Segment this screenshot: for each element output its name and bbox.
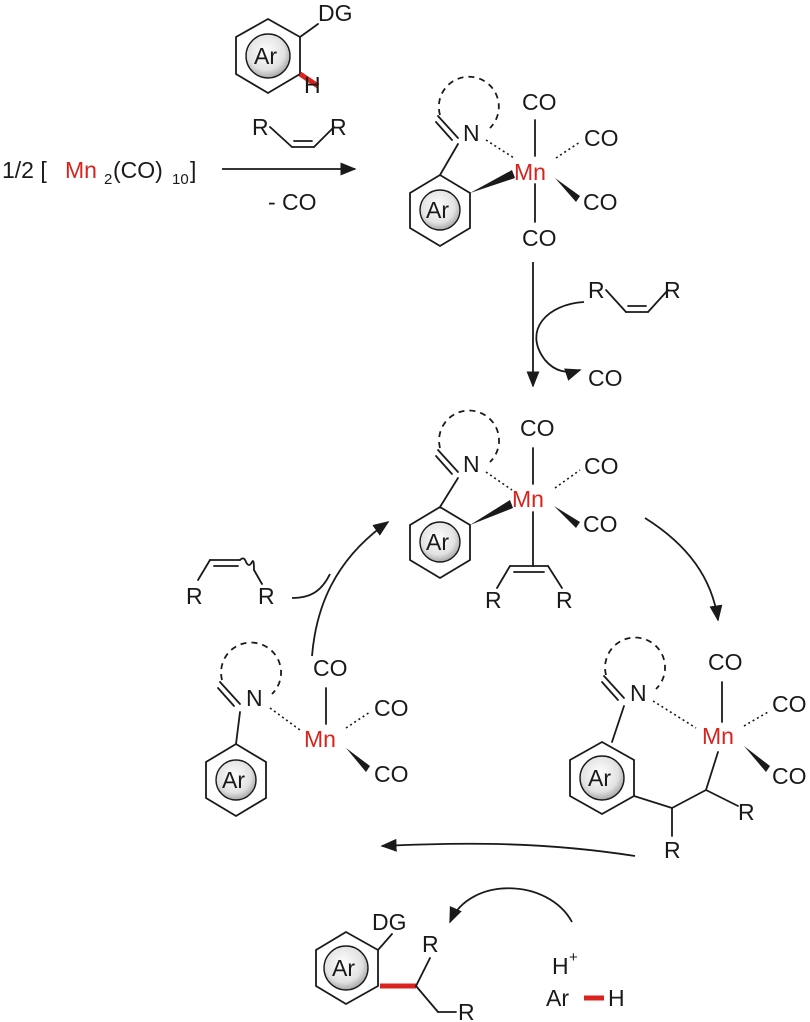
- co-released-label: CO: [588, 365, 623, 391]
- protodemetalation-arrow: [380, 838, 636, 857]
- substrate-arene: Ar DG H: [235, 0, 353, 98]
- ar-label: Ar: [254, 43, 277, 69]
- svg-text:Ar: Ar: [546, 985, 569, 1011]
- h-label: H: [304, 72, 321, 98]
- svg-text:CO: CO: [584, 125, 619, 151]
- complex-alkene-coordinated: N Ar Mn CO CO CO R R: [409, 409, 619, 613]
- migratory-insertion-arrow: [644, 517, 723, 622]
- svg-text:Ar: Ar: [332, 955, 355, 981]
- alkene-in-co-out-arrow: [535, 301, 585, 381]
- svg-text:(CO): (CO): [113, 157, 163, 183]
- svg-text:Ar: Ar: [426, 197, 449, 223]
- ch-bond-highlight: [298, 71, 320, 89]
- complex-mn-tetracarbonyl: N Ar Mn CO CO CO CO: [409, 75, 619, 251]
- svg-text:CO: CO: [313, 655, 348, 681]
- aromatic-ring-icon: [419, 189, 461, 231]
- svg-text:CO: CO: [772, 691, 807, 717]
- aromatic-ring-icon: [419, 521, 461, 563]
- svg-text:2: 2: [104, 171, 112, 188]
- svg-text:R: R: [422, 931, 439, 957]
- complex-mn-tricarbonyl: N Ar Mn CO CO CO: [205, 641, 409, 818]
- svg-text:R: R: [330, 114, 347, 140]
- svg-text:R: R: [738, 799, 755, 825]
- svg-text:]: ]: [190, 157, 196, 183]
- svg-text:Mn: Mn: [65, 157, 97, 183]
- svg-text:CO: CO: [520, 415, 555, 441]
- proton-source: H + Ar H: [546, 949, 625, 1011]
- svg-text:CO: CO: [584, 453, 619, 479]
- svg-text:DG: DG: [372, 909, 407, 935]
- svg-text:CO: CO: [772, 763, 807, 789]
- manganese-center: Mn: [514, 159, 546, 185]
- svg-text:N: N: [463, 120, 480, 146]
- aromatic-ring-icon: [215, 759, 257, 801]
- svg-text:R: R: [664, 277, 681, 303]
- svg-text:CO: CO: [522, 225, 557, 251]
- manganese-center: Mn: [512, 486, 544, 512]
- alkene-reagent-top: R R: [252, 114, 347, 148]
- svg-text:Ar: Ar: [222, 767, 245, 793]
- svg-text:R: R: [588, 277, 605, 303]
- svg-text:CO: CO: [374, 695, 409, 721]
- precatalyst-formula: 1/2 [ Mn 2 (CO) 10 ]: [2, 157, 196, 188]
- svg-text:CO: CO: [374, 761, 409, 787]
- svg-text:N: N: [246, 685, 263, 711]
- svg-text:R: R: [186, 583, 203, 609]
- svg-text:Ar: Ar: [426, 529, 449, 555]
- dg-label: DG: [318, 0, 353, 26]
- svg-text:1/2 [: 1/2 [: [2, 157, 47, 183]
- svg-text:CO: CO: [708, 649, 743, 675]
- aromatic-ring-icon: [245, 33, 291, 79]
- alkene-reagent-right: R R: [588, 277, 681, 313]
- svg-text:H: H: [552, 953, 569, 979]
- complex-alkyl-insertion: N Ar Mn CO CO CO R R: [569, 636, 807, 863]
- svg-text:R: R: [556, 587, 573, 613]
- svg-text:10: 10: [172, 171, 189, 188]
- svg-text:R: R: [258, 583, 275, 609]
- alkene-reagent-left: R R: [186, 557, 275, 609]
- svg-text:H: H: [608, 985, 625, 1011]
- svg-text:CO: CO: [583, 511, 618, 537]
- svg-text:N: N: [463, 451, 480, 477]
- svg-text:R: R: [485, 587, 502, 613]
- svg-text:R: R: [252, 114, 269, 140]
- svg-text:CO: CO: [522, 89, 557, 115]
- aromatic-ring-icon: [579, 755, 625, 801]
- svg-text:+: +: [569, 949, 578, 966]
- alkene-entry-arrow: [291, 573, 331, 599]
- svg-text:R: R: [458, 999, 475, 1022]
- aromatic-ring-icon: [323, 945, 369, 991]
- svg-text:Ar: Ar: [588, 765, 611, 791]
- alkene-coordination-arrow: [311, 521, 390, 657]
- svg-text:N: N: [630, 680, 647, 706]
- svg-text:R: R: [664, 837, 681, 863]
- manganese-center: Mn: [702, 723, 734, 749]
- svg-text:CO: CO: [583, 189, 618, 215]
- minus-co-label: - CO: [268, 189, 317, 215]
- manganese-center: Mn: [304, 726, 336, 752]
- product-release-arrow: [449, 887, 573, 924]
- alkylated-product: Ar DG R R: [315, 909, 475, 1022]
